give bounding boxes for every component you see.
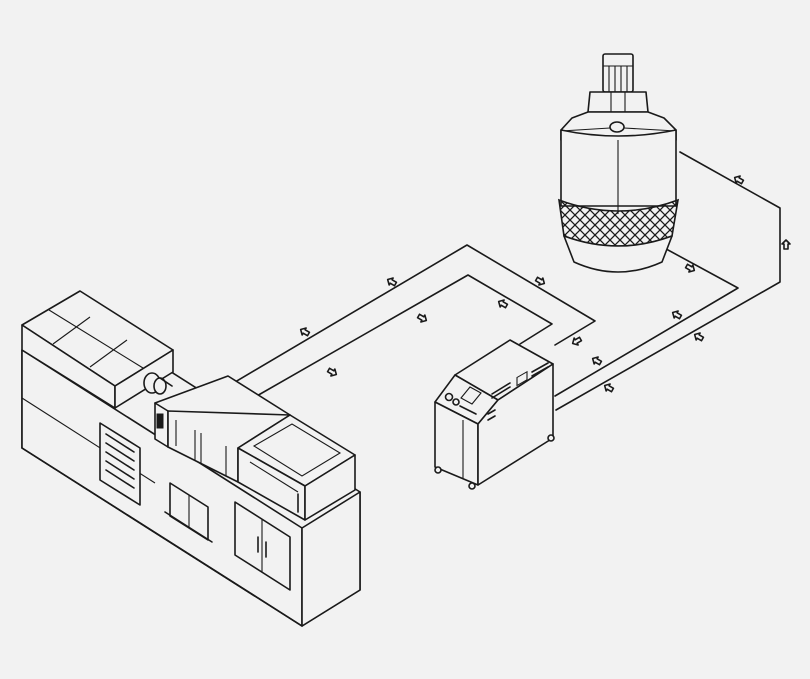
pipe-loop-controller-to-tower <box>554 151 781 411</box>
arrow-marker-icon <box>497 299 509 309</box>
arrow-marker-icon <box>326 367 338 377</box>
arrow-marker-icon <box>386 277 398 287</box>
arrow-marker-icon <box>416 313 428 323</box>
molding-machine-icon <box>21 290 361 627</box>
arrow-marker-icon <box>684 263 696 273</box>
arrow-marker-icon <box>591 356 603 366</box>
vent-grille-icon <box>105 433 135 489</box>
temperature-controller-icon <box>434 339 555 490</box>
flow-arrows <box>299 175 791 393</box>
arrow-marker-icon <box>781 239 791 250</box>
arrow-marker-icon <box>693 332 705 342</box>
arrow-marker-icon <box>571 336 583 346</box>
vent-slot-icon <box>491 362 549 399</box>
arrow-marker-icon <box>733 175 745 185</box>
cooling-tower-icon <box>558 53 680 273</box>
pipe-loop-machine-to-controller <box>229 244 596 398</box>
arrow-marker-icon <box>534 276 546 286</box>
arrow-marker-icon <box>299 327 311 337</box>
arrow-marker-icon <box>603 383 615 393</box>
arrow-marker-icon <box>671 310 683 320</box>
